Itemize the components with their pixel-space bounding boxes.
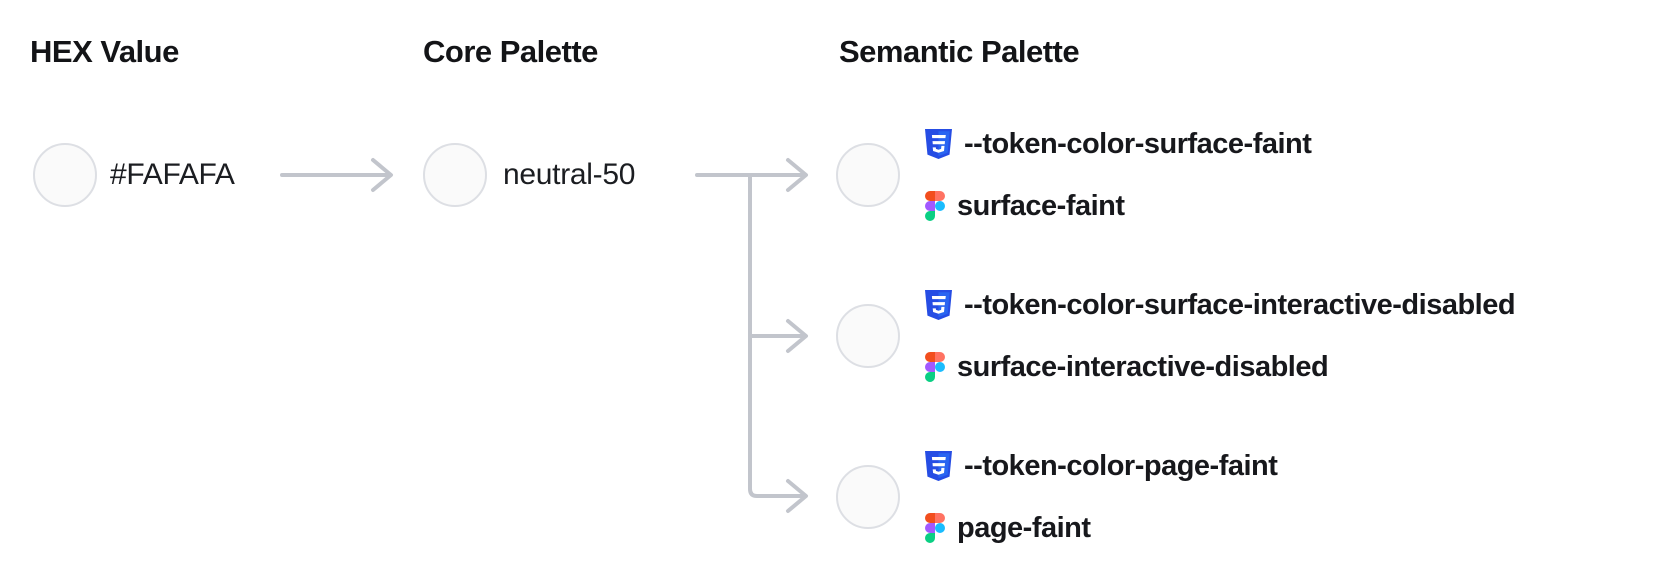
figma-token-line: surface-faint bbox=[925, 189, 1311, 223]
css-token-name: --token-color-page-faint bbox=[964, 450, 1278, 482]
arrow-head-semantic-3 bbox=[786, 479, 808, 513]
arrow-head-semantic-1 bbox=[786, 158, 808, 192]
token-lines: --token-color-surface-interactive-disabl… bbox=[925, 288, 1516, 384]
figma-token-name: surface-faint bbox=[957, 190, 1125, 222]
hex-value-label: #FAFAFA bbox=[110, 158, 235, 191]
css-token-line: --token-color-surface-interactive-disabl… bbox=[925, 288, 1516, 322]
css-token-name: --token-color-surface-faint bbox=[964, 128, 1312, 160]
arrow-head-hex-to-core bbox=[371, 158, 393, 192]
css3-badge-icon bbox=[925, 451, 952, 481]
semantic-token-row: --token-color-page-faint page-faint bbox=[836, 449, 1278, 545]
css-token-line: --token-color-page-faint bbox=[925, 449, 1278, 483]
css-token-name: --token-color-surface-interactive-disabl… bbox=[964, 289, 1516, 321]
core-color-swatch bbox=[423, 143, 487, 207]
semantic-color-swatch bbox=[836, 304, 900, 368]
semantic-color-swatch bbox=[836, 465, 900, 529]
figma-token-name: surface-interactive-disabled bbox=[957, 351, 1329, 383]
column-title-semantic-palette: Semantic Palette bbox=[839, 34, 1080, 69]
figma-logo-icon bbox=[925, 513, 945, 543]
core-palette-label: neutral-50 bbox=[503, 158, 636, 191]
semantic-color-swatch bbox=[836, 143, 900, 207]
semantic-token-row: --token-color-surface-faint surface-fain… bbox=[836, 127, 1312, 223]
css3-badge-icon bbox=[925, 290, 952, 320]
figma-token-name: page-faint bbox=[957, 512, 1091, 544]
column-title-core-palette: Core Palette bbox=[423, 34, 598, 69]
css-token-line: --token-color-surface-faint bbox=[925, 127, 1312, 161]
figma-token-line: page-faint bbox=[925, 511, 1277, 545]
column-title-hex-value: HEX Value bbox=[30, 34, 179, 69]
figma-token-line: surface-interactive-disabled bbox=[925, 350, 1515, 384]
hex-color-swatch bbox=[33, 143, 97, 207]
semantic-token-row: --token-color-surface-interactive-disabl… bbox=[836, 288, 1516, 384]
figma-logo-icon bbox=[925, 191, 945, 221]
token-lines: --token-color-surface-faint surface-fain… bbox=[925, 127, 1312, 223]
branch-trunk bbox=[748, 173, 805, 498]
figma-logo-icon bbox=[925, 352, 945, 382]
token-lines: --token-color-page-faint page-faint bbox=[925, 449, 1278, 545]
arrow-head-semantic-2 bbox=[786, 319, 808, 353]
css3-badge-icon bbox=[925, 129, 952, 159]
